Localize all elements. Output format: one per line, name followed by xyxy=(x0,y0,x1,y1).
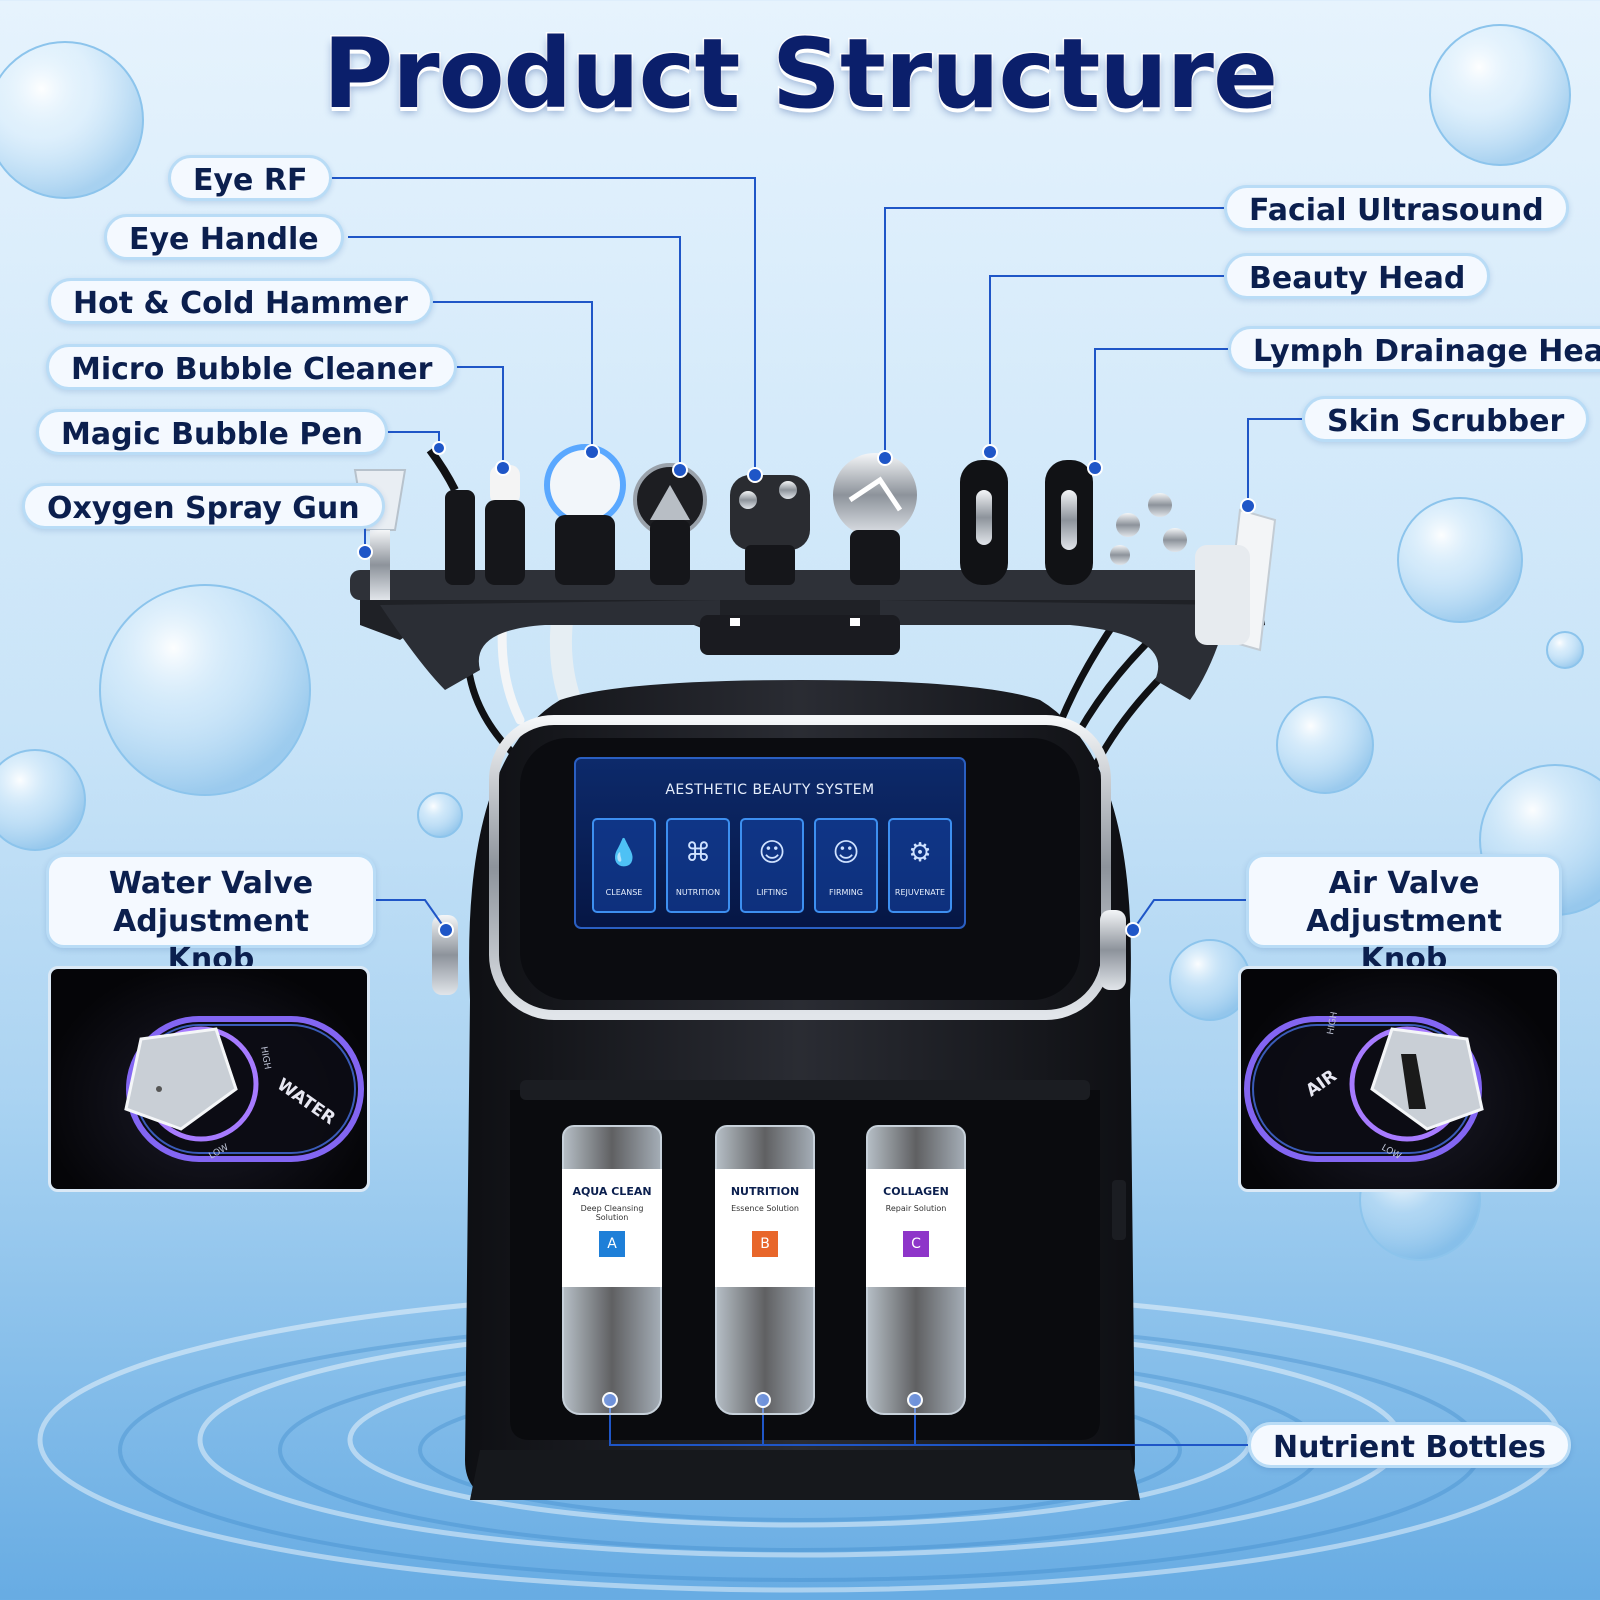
sun-gear-icon: ⚙ xyxy=(908,838,932,868)
label-beauty-head: Beauty Head xyxy=(1224,253,1491,299)
device-screen: AESTHETIC BEAUTY SYSTEM 💧 CLEANSE ⌘ NUTRITI… xyxy=(575,758,965,928)
label-eye-handle: Eye Handle xyxy=(104,214,344,260)
bottle-letter-badge: B xyxy=(752,1231,778,1257)
droplet-icon: 💧 xyxy=(607,838,641,868)
screen-tile-label: REJUVENATE xyxy=(894,888,946,897)
water-valve-line1: Water Valve xyxy=(108,866,314,901)
bottle-desc-line2: Solution xyxy=(595,1213,629,1222)
label-eye-rf: Eye RF xyxy=(168,155,333,201)
air-knob-high: HIGH xyxy=(1326,1011,1340,1036)
label-lymph-drainage-head: Lymph Drainage Head xyxy=(1228,326,1600,372)
screen-tile[interactable]: ⌘ NUTRITION xyxy=(666,818,730,913)
label-nutrient-bottles: Nutrient Bottles xyxy=(1248,1422,1572,1468)
screen-tile[interactable]: ☺ LIFTING xyxy=(740,818,804,913)
face-icon: ☺ xyxy=(832,838,860,868)
bottle-desc-line1: Deep Cleansing xyxy=(580,1204,644,1213)
label-facial-ultrasound: Facial Ultrasound xyxy=(1224,185,1569,231)
label-micro-bubble-cleaner: Micro Bubble Cleaner xyxy=(46,344,458,390)
page-title: Product Structure xyxy=(321,17,1279,132)
label-hot-cold-hammer: Hot & Cold Hammer xyxy=(48,278,433,324)
bottle-letter-badge: A xyxy=(599,1231,625,1257)
air-knob-inset: AIR HIGH LOW xyxy=(1238,966,1560,1192)
label-magic-bubble-pen: Magic Bubble Pen xyxy=(36,409,389,455)
bottle-desc-line1: Essence Solution xyxy=(731,1204,799,1213)
bottle-letter-badge: C xyxy=(903,1231,929,1257)
label-oxygen-spray-gun: Oxygen Spray Gun xyxy=(22,483,385,529)
air-knob-illustration: AIR HIGH LOW xyxy=(1244,1011,1484,1162)
screen-tile-label: FIRMING xyxy=(829,888,863,897)
screen-tile-label: CLEANSE xyxy=(605,888,643,897)
bottle-name: NUTRITION xyxy=(730,1185,800,1198)
screen-tile[interactable]: ☺ FIRMING xyxy=(814,818,878,913)
label-water-valve-knob: Water Valve Adjustment Knob xyxy=(46,854,376,977)
water-knob-illustration: WATER HIGH LOW xyxy=(124,1016,364,1162)
bottle-name: COLLAGEN xyxy=(883,1185,949,1198)
screen-tile-label: NUTRITION xyxy=(675,888,721,897)
bottle-name: AQUA CLEAN xyxy=(572,1185,652,1198)
screen-tile[interactable]: ⚙ REJUVENATE xyxy=(888,818,952,913)
label-air-valve-knob: Air Valve Adjustment Knob xyxy=(1246,854,1562,977)
face-icon: ☺ xyxy=(758,838,786,868)
screen-tiles: 💧 CLEANSE ⌘ NUTRITION ☺ LIFTING ☺ FIRMING ⚙ REJUV… xyxy=(592,818,952,913)
molecule-icon: ⌘ xyxy=(685,838,711,868)
water-knob-high: HIGH xyxy=(258,1046,272,1071)
bottle-desc-line1: Repair Solution xyxy=(885,1204,947,1213)
label-skin-scrubber: Skin Scrubber xyxy=(1302,396,1590,442)
bottle-desc-line2 xyxy=(715,1213,815,1223)
screen-tile-label: LIFTING xyxy=(756,888,788,897)
air-valve-line1: Air Valve xyxy=(1328,866,1480,901)
screen-tile[interactable]: 💧 CLEANSE xyxy=(592,818,656,913)
water-knob-inset: WATER HIGH LOW xyxy=(48,966,370,1192)
screen-heading: AESTHETIC BEAUTY SYSTEM xyxy=(665,782,875,798)
bottle-desc-line2 xyxy=(866,1213,966,1223)
